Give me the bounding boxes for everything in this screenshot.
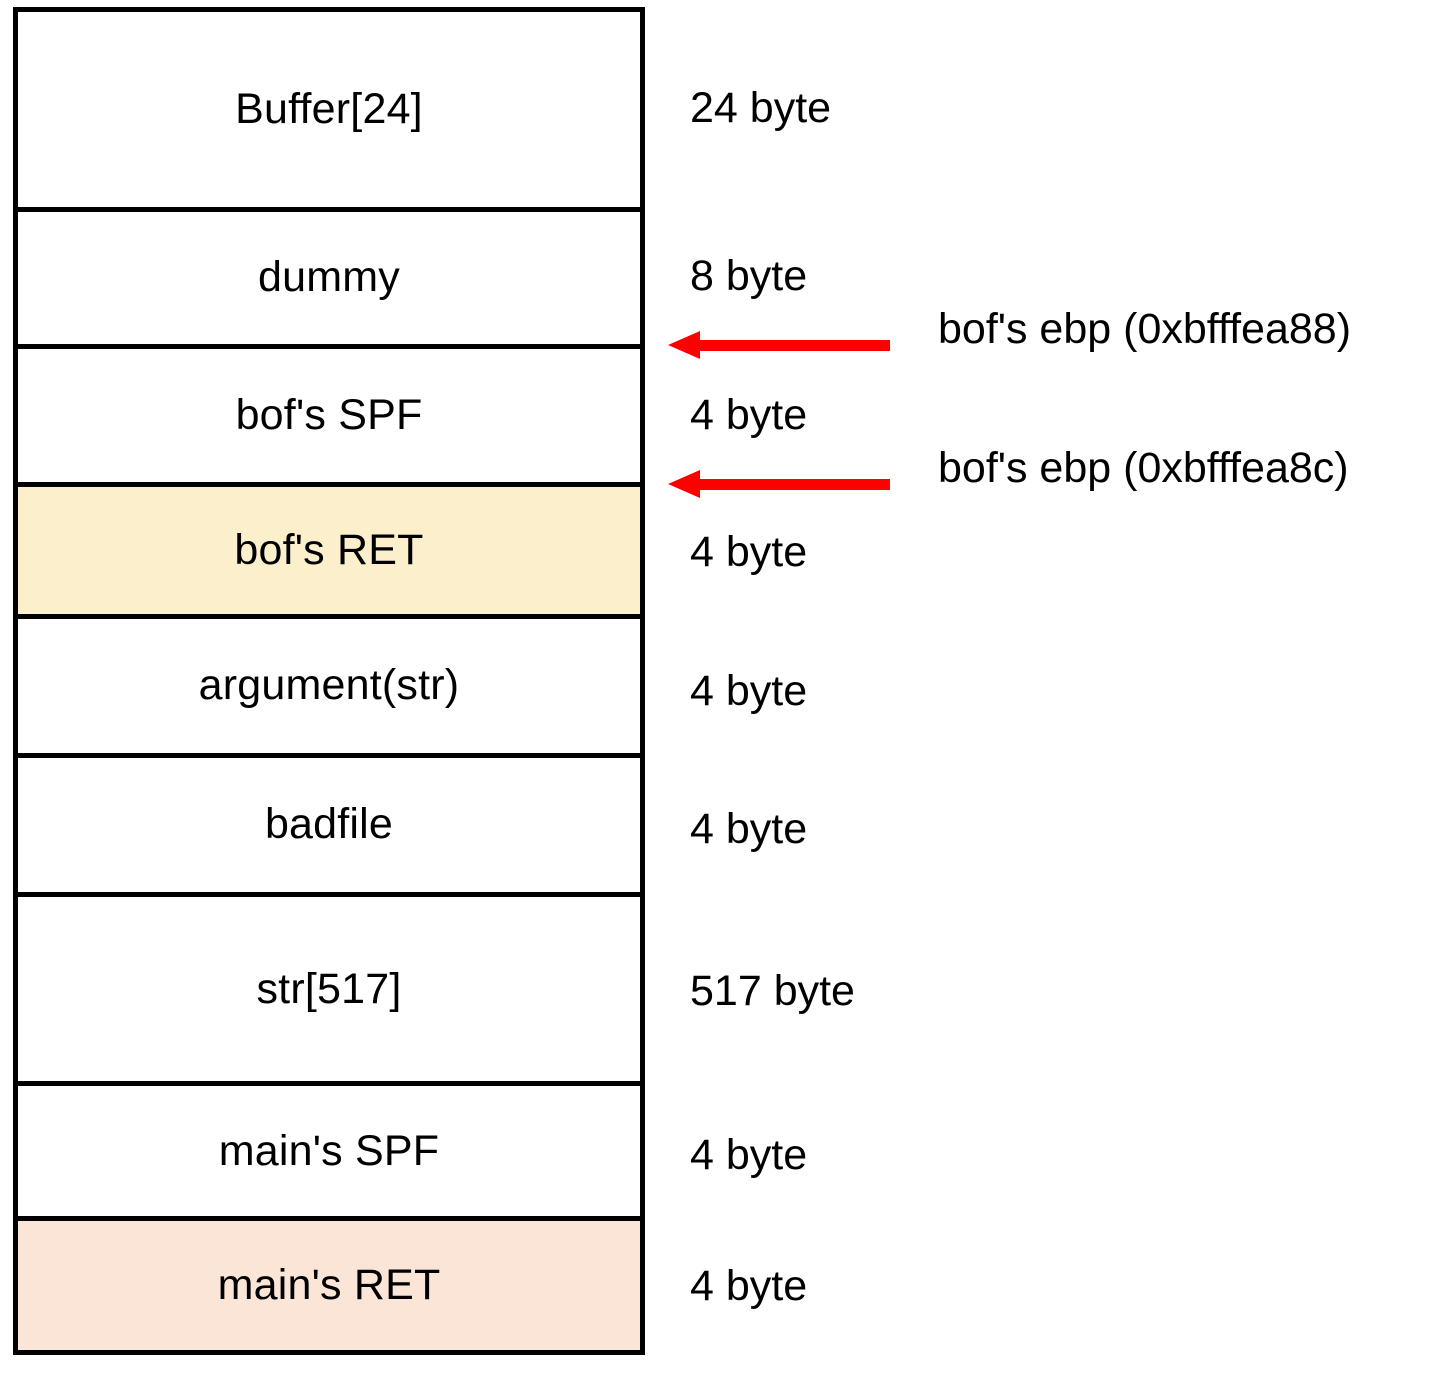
size-label-str: 517 byte — [690, 967, 855, 1015]
stack-row: main's SPF — [18, 1086, 640, 1222]
stack-row-label: argument(str) — [198, 661, 460, 710]
size-label-argument: 4 byte — [690, 667, 808, 715]
stack-row-label: badfile — [264, 800, 394, 849]
stack-row: argument(str) — [18, 619, 640, 758]
arrow-shaft — [694, 340, 890, 351]
stack-row-highlighted-bof-ret: bof's RET — [18, 487, 640, 620]
stack-row-highlighted-main-ret: main's RET — [18, 1221, 640, 1350]
stack-row: str[517] — [18, 896, 640, 1087]
stack-row-label: main's SPF — [218, 1126, 440, 1175]
stack-row: badfile — [18, 757, 640, 897]
stack-row: bof's SPF — [18, 348, 640, 488]
arrow-shaft — [694, 479, 890, 490]
stack-row-label: str[517] — [256, 964, 402, 1013]
size-annotation-column: 24 byte 8 byte 4 byte 4 byte 4 byte 4 by… — [690, 7, 950, 1355]
size-label-buffer: 24 byte — [690, 84, 832, 132]
size-label-bof-spf: 4 byte — [690, 391, 808, 439]
stack-row-label: Buffer[24] — [235, 84, 423, 133]
ebp-label: bof's ebp (0xbfffea88) — [938, 305, 1352, 353]
size-label-main-ret: 4 byte — [690, 1262, 808, 1310]
size-label-dummy: 8 byte — [690, 252, 808, 300]
stack-row-label: bof's SPF — [235, 390, 423, 439]
stack-row: dummy — [18, 211, 640, 349]
size-label-badfile: 4 byte — [690, 805, 808, 853]
stack-row-label: main's RET — [217, 1261, 441, 1310]
stack-row-label: bof's RET — [234, 526, 424, 575]
stack-row-label: dummy — [258, 253, 400, 302]
ebp-label: bof's ebp (0xbfffea8c) — [938, 444, 1349, 492]
size-label-main-spf: 4 byte — [690, 1131, 808, 1179]
stack-frame-table: Buffer[24] dummy bof's SPF bof's RET arg… — [13, 7, 645, 1355]
stack-row: Buffer[24] — [18, 12, 640, 212]
size-label-bof-ret: 4 byte — [690, 528, 808, 576]
